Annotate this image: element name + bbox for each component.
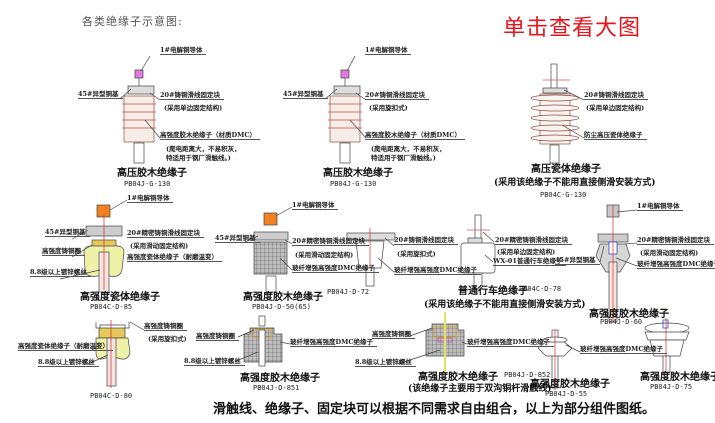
callout-label: 高强度铸铜圈 bbox=[42, 247, 85, 256]
insulator-model: PB04J-D-75 bbox=[650, 383, 693, 391]
callout-label: WX-01普通行车绝缘子 bbox=[493, 257, 567, 266]
callout-label: 高强度铸铜圈 bbox=[144, 322, 187, 331]
callout-label: 高强度铸铜圈 bbox=[372, 330, 415, 339]
insulator-drawing-12 bbox=[537, 329, 581, 390]
callout-label: 高强度胶木绝缘子（材质DMC） bbox=[160, 131, 261, 140]
insulator-model: PB04J-D-50(65) bbox=[252, 303, 312, 311]
insulator-model: PB04J-D-852 bbox=[504, 371, 551, 379]
insulator-note: (该绝缘子主要用于双沟铜杆滑触线) bbox=[408, 384, 552, 394]
insulator-model: PB04J-G-130 bbox=[330, 180, 377, 188]
callout-label: 高强度铸铜圈 bbox=[196, 332, 239, 341]
callout-label: (采用滑动固定结构) bbox=[295, 251, 354, 259]
callout-label: 玻纤增强高强度DMC绝缘子 bbox=[637, 260, 715, 269]
callout-label: 20#铸铜滑线固定块 bbox=[160, 91, 224, 100]
insulator-title: 高强度胶木绝缘子 bbox=[243, 292, 323, 303]
callout-label: 20#铸铜滑线固定块 bbox=[365, 91, 429, 100]
insulator-drawing-9 bbox=[87, 320, 145, 388]
callout-label: 1#电解铜导体 bbox=[127, 194, 174, 203]
insulator-title: 高压胶木绝缘子 bbox=[117, 168, 187, 179]
callout-label: 玻纤增强高强度DMC绝缘子 bbox=[467, 338, 555, 347]
callout-label: 45#异型铜基 bbox=[215, 234, 260, 243]
callout-label: (采用滑动固定结构) bbox=[640, 249, 699, 257]
callout-label: 高强度瓷体绝缘子（耐磨温变） bbox=[127, 253, 222, 262]
insulator-drawing-7 bbox=[460, 214, 496, 290]
callout-label: 防尘高压瓷体绝缘子 bbox=[584, 131, 647, 140]
insulator-title: 普通行车绝缘子 bbox=[458, 286, 528, 297]
insulator-model: PB04C-D-85 bbox=[90, 303, 133, 311]
insulator-model: PB04C-D-80 bbox=[90, 392, 133, 400]
callout-label: (采用旋扣式) bbox=[148, 335, 187, 343]
callout-label: 高强度胶木绝缘子（材质DMC） bbox=[365, 131, 466, 140]
insulator-drawing-11 bbox=[397, 312, 468, 372]
callout-label: (采用单边固定结构) bbox=[164, 104, 223, 112]
callout-label: 高强度瓷体绝缘子（耐磨温变） bbox=[18, 342, 113, 351]
callout-label: 45#异型铜基 bbox=[555, 256, 600, 265]
insulator-drawing-6 bbox=[346, 228, 396, 287]
insulator-title: 高强度胶木绝缘子 bbox=[589, 309, 669, 320]
insulator-title: 高强度胶木绝缘子 bbox=[640, 372, 715, 383]
insulator-title: 高强度胶木绝缘子 bbox=[418, 372, 498, 383]
callout-label: 1#电解铜导体 bbox=[637, 202, 684, 211]
callout-label: 20#精密铸铜滑线固定块 bbox=[637, 236, 714, 245]
callout-label: 8.8级以上镀锌螺丝 bbox=[355, 358, 416, 367]
callout-label: (采用旋扣式) bbox=[397, 250, 436, 258]
insulator-title: 高强度瓷体绝缘子 bbox=[80, 292, 160, 303]
callout-label: 8.8级以上镀锌螺丝 bbox=[30, 268, 91, 277]
callout-label: 玻纤增强高强度DMC绝缘子 bbox=[580, 345, 668, 354]
footer-note: 滑触线、绝缘子、固定块可以根据不同需求自由组合，以上为部分组件图纸。 bbox=[213, 402, 656, 417]
callout-label: 45#异型铜基 bbox=[45, 228, 90, 237]
callout-label: 45#异型铜基 bbox=[78, 90, 123, 99]
insulator-title: 高压胶木绝缘子 bbox=[323, 168, 393, 179]
callout-label: 特适用于钢厂滑触线。) bbox=[371, 154, 436, 162]
callout-label: 玻纤增强高强度DMC绝缘子 bbox=[394, 266, 482, 275]
insulator-drawing-1 bbox=[119, 55, 161, 164]
page-heading: 各类绝缘子示意图: bbox=[82, 15, 183, 28]
insulator-drawing-2 bbox=[324, 55, 367, 164]
callout-label: 8.8级以上镀锌螺丝 bbox=[38, 358, 99, 367]
callout-label: 20#精密铸铜滑线固定块 bbox=[127, 229, 204, 238]
insulator-drawing-13 bbox=[644, 318, 690, 373]
callout-label: 20#精密铸铜滑线固定块 bbox=[495, 236, 572, 245]
callout-label: (采用单边固定结构) bbox=[586, 104, 645, 112]
insulator-model: PB04J-D-72 bbox=[327, 288, 370, 296]
insulator-title: 高强度胶木绝缘子 bbox=[530, 379, 610, 390]
callout-label: 1#电解铜导体 bbox=[160, 46, 207, 55]
insulator-title: 高强度胶木绝缘子 bbox=[240, 373, 320, 384]
insulator-model: PB04J-D-55 bbox=[545, 390, 588, 398]
insulator-drawing-8 bbox=[595, 204, 638, 323]
insulator-note: (采用该绝缘子不能用直接侧滑安装方式) bbox=[494, 178, 656, 188]
callout-label: 1#电解铜导体 bbox=[292, 201, 339, 210]
insulator-note: (采用该绝缘子不能用直接侧滑安装方式) bbox=[424, 300, 586, 310]
callout-label: (爬电距离大，不易积灰， bbox=[166, 145, 241, 153]
callout-label: (爬电距离大，不易积灰， bbox=[371, 145, 446, 153]
insulator-title: 高压瓷体绝缘子 bbox=[531, 164, 601, 175]
callout-label: 45#异型铜基 bbox=[283, 90, 328, 99]
callout-label: 玻纤增强高强度DMC绝缘子 bbox=[290, 338, 378, 347]
callout-label: 1#电解铜导体 bbox=[365, 46, 412, 55]
callout-label: 20#铸铜滑线固定块 bbox=[394, 236, 458, 245]
insulator-model: PB04J-D-60 bbox=[600, 318, 643, 326]
view-large-image-link[interactable]: 单击查看大图 bbox=[503, 16, 642, 41]
callout-label: 20#精密铸铜滑线固定块 bbox=[292, 237, 369, 246]
insulator-drawing-3 bbox=[530, 63, 585, 164]
callout-label: 20#铸铜滑线固定块 bbox=[584, 91, 648, 100]
callout-label: 玻纤增强高强度DMC绝缘子 bbox=[292, 264, 380, 273]
callout-label: 特适用于钢厂滑触线。) bbox=[166, 154, 231, 162]
insulator-model: PB04C-G-130 bbox=[540, 191, 587, 199]
insulator-drawing-4 bbox=[59, 199, 128, 293]
insulator-drawing-5 bbox=[244, 206, 293, 293]
insulator-model: PB04J-G-130 bbox=[124, 180, 171, 188]
callout-label: (采用旋扣式) bbox=[369, 104, 408, 112]
callout-label: 8.8级以上镀锌螺丝 bbox=[184, 357, 245, 366]
insulator-model: PB04C-D-78 bbox=[519, 285, 562, 293]
callout-label: (采用单边固定结构) bbox=[497, 248, 556, 256]
insulator-drawing-10 bbox=[235, 315, 291, 367]
insulator-model: PB04J-D-851 bbox=[253, 384, 300, 392]
callout-label: (采用滑动固定结构) bbox=[130, 242, 189, 250]
